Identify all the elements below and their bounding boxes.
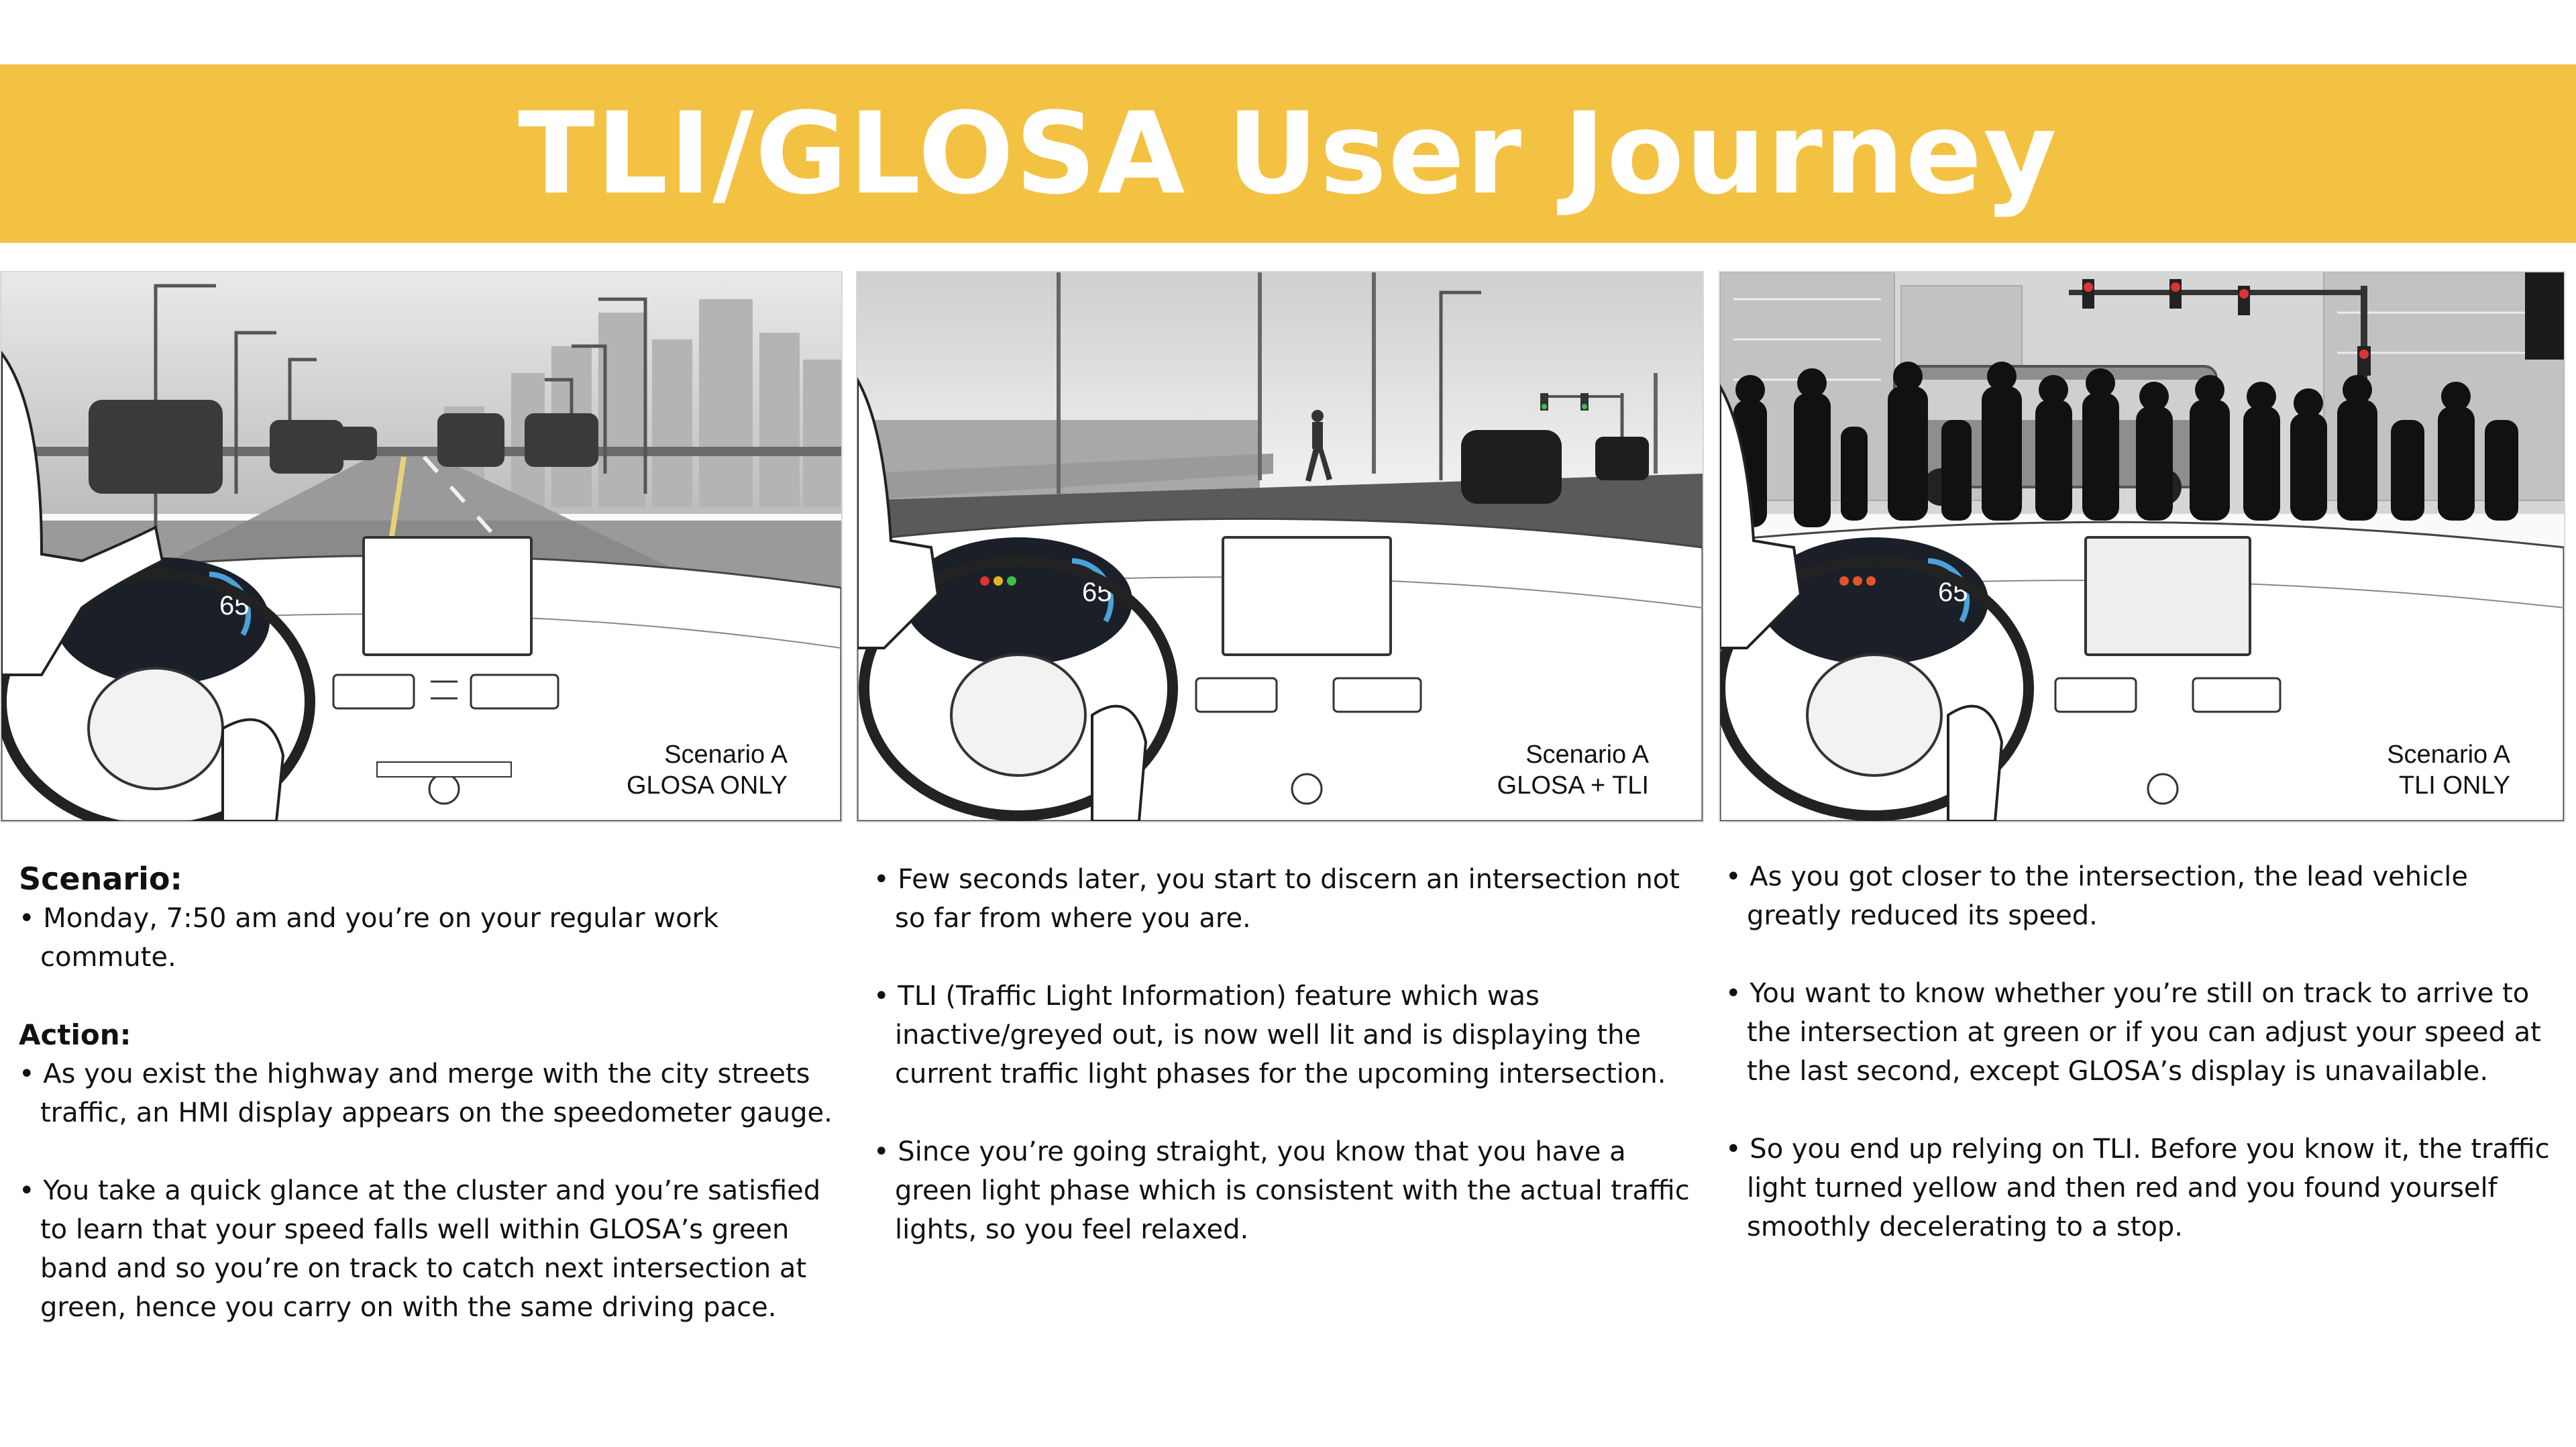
narrative-bullet: • TLI (Traffic Light Information) featur… [873, 981, 1666, 1089]
action-bullet: • As you exist the highway and merge wit… [19, 1059, 833, 1128]
panel-caption: Scenario A GLOSA ONLY [626, 741, 788, 800]
text-column-1: Scenario: • Monday, 7:50 am and you’re o… [19, 859, 844, 1327]
narrative-bullet: • As you got closer to the intersection,… [1725, 861, 2468, 931]
text-column-3: • As you got closer to the intersection,… [1725, 857, 2557, 1246]
action-bullet: • You take a quick glance at the cluster… [19, 1175, 821, 1323]
busy-intersection-illustration: 65 [1720, 272, 2564, 821]
text-column-2: • Few seconds later, you start to discer… [873, 860, 1705, 1249]
panel-caption: Scenario A GLOSA + TLI [1497, 741, 1649, 800]
scenario-heading: Scenario: [19, 861, 182, 897]
storyboard-panel-glosa-tli: 65 Scenario A GLOSA + TLI [856, 271, 1704, 822]
page-title: TLI/GLOSA User Journey [518, 88, 2058, 219]
pedestrian-figure [1305, 410, 1332, 482]
narrative-bullet: • Since you’re going straight, you know … [873, 1136, 1690, 1245]
action-heading: Action: [19, 1018, 131, 1051]
narrative-bullet: • You want to know whether you’re still … [1725, 978, 2541, 1087]
intersection-approach-illustration: 65 [857, 272, 1703, 821]
highway-illustration: 65 [1, 272, 841, 821]
narrative-bullet: • So you end up relying on TLI. Before y… [1725, 1134, 2550, 1242]
panel-caption: Scenario A TLI ONLY [2387, 741, 2510, 800]
storyboard-panel-glosa-only: 65 Scenario A GLOSA ONLY [0, 271, 843, 822]
title-banner: TLI/GLOSA User Journey [0, 64, 2576, 243]
utility-poles [1057, 272, 1658, 494]
scenario-bullet: • Monday, 7:50 am and you’re on your reg… [19, 903, 719, 973]
traffic-cars [89, 400, 598, 494]
lead-vehicles [1461, 430, 1649, 504]
narrative-bullet: • Few seconds later, you start to discer… [873, 864, 1680, 934]
pedestrian-crowd [1733, 362, 2518, 527]
storyboard-panel-tli-only: 65 Scenario A TLI ONLY [1719, 271, 2565, 822]
